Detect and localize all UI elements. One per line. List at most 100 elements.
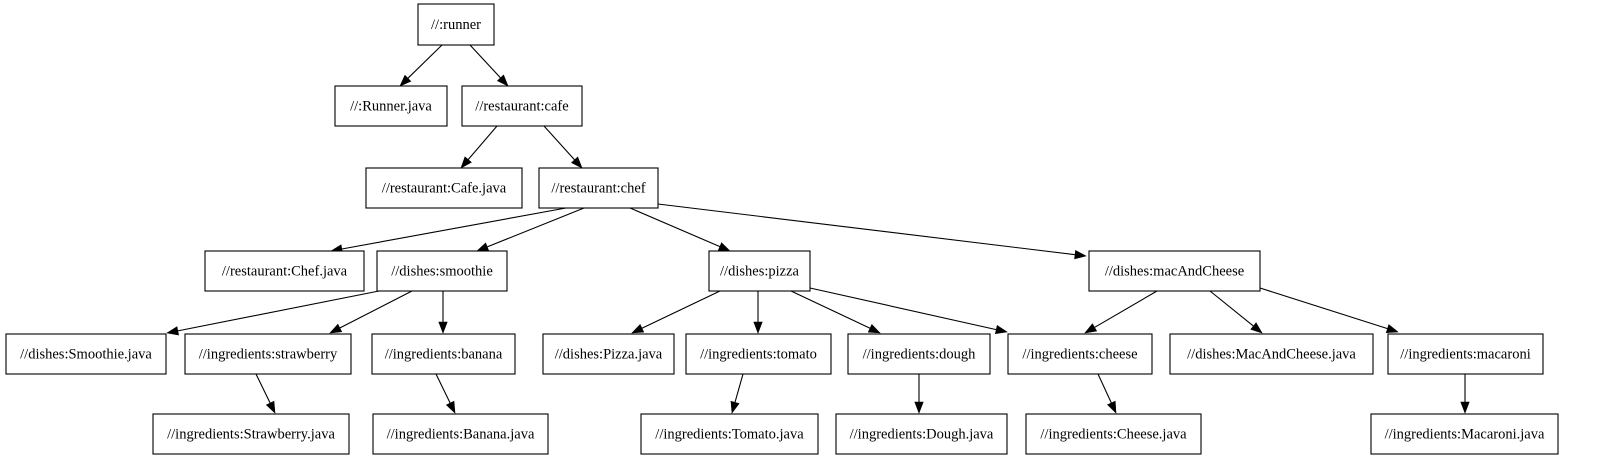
graph-edge <box>330 207 567 254</box>
node-box[interactable] <box>708 250 811 292</box>
arrowhead-icon <box>460 156 472 169</box>
graph-node-ing_cheese[interactable]: //ingredients:cheese <box>1007 333 1153 375</box>
node-label: //dishes:smoothie <box>391 263 493 279</box>
node-label: //restaurant:cafe <box>475 98 568 114</box>
graph-edge <box>629 207 731 252</box>
node-box[interactable] <box>417 3 495 46</box>
graph-node-ing_dough[interactable]: //ingredients:dough <box>847 333 991 375</box>
node-box[interactable] <box>640 413 819 455</box>
graph-edge <box>399 44 443 87</box>
edge-line <box>339 290 413 329</box>
node-label: //dishes:macAndCheese <box>1105 263 1244 279</box>
arrowhead-icon <box>438 321 448 334</box>
edge-line <box>467 125 498 161</box>
graph-node-runner_java[interactable]: //:Runner.java <box>334 85 448 127</box>
graph-edge <box>329 290 413 334</box>
node-box[interactable] <box>542 333 675 375</box>
graph-edge <box>460 125 498 169</box>
edge-line <box>177 290 380 332</box>
node-label: //restaurant:Cafe.java <box>382 180 507 196</box>
edge-line <box>1259 287 1388 330</box>
graph-node-pizza_java[interactable]: //dishes:Pizza.java <box>542 333 675 375</box>
graph-node-dishes_smoothie[interactable]: //dishes:smoothie <box>376 250 508 292</box>
edge-line <box>734 373 744 403</box>
node-label: //dishes:pizza <box>720 263 799 279</box>
edge-line <box>790 290 871 329</box>
graph-node-dough_java[interactable]: //ingredients:Dough.java <box>835 413 1008 455</box>
edge-line <box>657 203 1076 256</box>
node-box[interactable] <box>1007 333 1153 375</box>
node-box[interactable] <box>372 413 549 455</box>
node-box[interactable] <box>835 413 1008 455</box>
edge-line <box>1094 290 1158 328</box>
node-box[interactable] <box>1088 250 1261 292</box>
graph-node-ing_tomato[interactable]: //ingredients:tomato <box>685 333 832 375</box>
arrowhead-icon <box>717 242 731 252</box>
node-label: //ingredients:Dough.java <box>850 426 994 442</box>
edge-line <box>255 373 271 404</box>
graph-edge <box>1259 287 1399 333</box>
graph-edge <box>166 290 380 336</box>
arrowhead-icon <box>867 323 881 334</box>
graph-node-ing_macaroni[interactable]: //ingredients:macaroni <box>1387 333 1544 375</box>
node-box[interactable] <box>461 85 583 127</box>
edge-line <box>543 125 576 161</box>
arrowhead-icon <box>1250 322 1263 334</box>
node-label: //ingredients:Macaroni.java <box>1385 426 1545 442</box>
graph-node-ing_banana[interactable]: //ingredients:banana <box>371 333 516 375</box>
graph-node-runner[interactable]: //:runner <box>417 3 495 46</box>
node-box[interactable] <box>1025 413 1202 455</box>
graph-edge <box>914 374 924 414</box>
arrowhead-icon <box>265 400 276 414</box>
node-box[interactable] <box>184 333 352 375</box>
graph-edge <box>730 373 744 414</box>
graph-node-macaroni_java[interactable]: //ingredients:Macaroni.java <box>1370 413 1559 455</box>
graph-edge <box>255 373 276 414</box>
graph-edge <box>1097 373 1117 414</box>
node-label: //ingredients:dough <box>863 346 977 362</box>
node-label: //:Runner.java <box>350 98 432 114</box>
graph-node-chef_java[interactable]: //restaurant:Chef.java <box>204 250 365 292</box>
arrowhead-icon <box>1074 250 1087 260</box>
graph-node-dishes_pizza[interactable]: //dishes:pizza <box>708 250 811 292</box>
edge-line <box>469 44 501 79</box>
graph-node-restaurant_chef[interactable]: //restaurant:chef <box>538 167 659 209</box>
node-label: //dishes:Smoothie.java <box>20 346 152 362</box>
graph-node-restaurant_cafe[interactable]: //restaurant:cafe <box>461 85 583 127</box>
node-box[interactable] <box>365 167 523 209</box>
graph-node-cheese_java[interactable]: //ingredients:Cheese.java <box>1025 413 1202 455</box>
graph-node-cafe_java[interactable]: //restaurant:Cafe.java <box>365 167 523 209</box>
graph-node-banana_java[interactable]: //ingredients:Banana.java <box>372 413 549 455</box>
node-box[interactable] <box>847 333 991 375</box>
node-box[interactable] <box>538 167 659 209</box>
arrowhead-icon <box>1460 401 1470 414</box>
node-box[interactable] <box>152 413 350 455</box>
graph-node-ing_strawberry[interactable]: //ingredients:strawberry <box>184 333 352 375</box>
graph-edge <box>631 290 721 334</box>
graph-node-smoothie_java[interactable]: //dishes:Smoothie.java <box>5 333 167 375</box>
arrowhead-icon <box>399 74 412 87</box>
graph-node-strawberry_java[interactable]: //ingredients:Strawberry.java <box>152 413 350 455</box>
node-box[interactable] <box>334 85 448 127</box>
graph-node-dishes_mac[interactable]: //dishes:macAndCheese <box>1088 250 1261 292</box>
node-label: //ingredients:Banana.java <box>387 426 535 442</box>
node-label: //ingredients:banana <box>385 346 503 362</box>
graph-node-mac_java[interactable]: //dishes:MacAndCheese.java <box>1169 333 1374 375</box>
graph-node-tomato_java[interactable]: //ingredients:Tomato.java <box>640 413 819 455</box>
node-box[interactable] <box>5 333 167 375</box>
node-box[interactable] <box>1387 333 1544 375</box>
node-box[interactable] <box>685 333 832 375</box>
node-box[interactable] <box>204 250 365 292</box>
node-label: //ingredients:macaroni <box>1400 346 1530 362</box>
node-box[interactable] <box>1169 333 1374 375</box>
arrowhead-icon <box>730 400 740 414</box>
node-box[interactable] <box>376 250 508 292</box>
node-label: //:runner <box>431 17 481 33</box>
node-box[interactable] <box>1370 413 1559 455</box>
node-box[interactable] <box>371 333 516 375</box>
edge-line <box>809 287 997 331</box>
graph-edge <box>753 291 763 334</box>
arrowhead-icon <box>496 74 509 87</box>
graph-edge <box>469 44 509 87</box>
